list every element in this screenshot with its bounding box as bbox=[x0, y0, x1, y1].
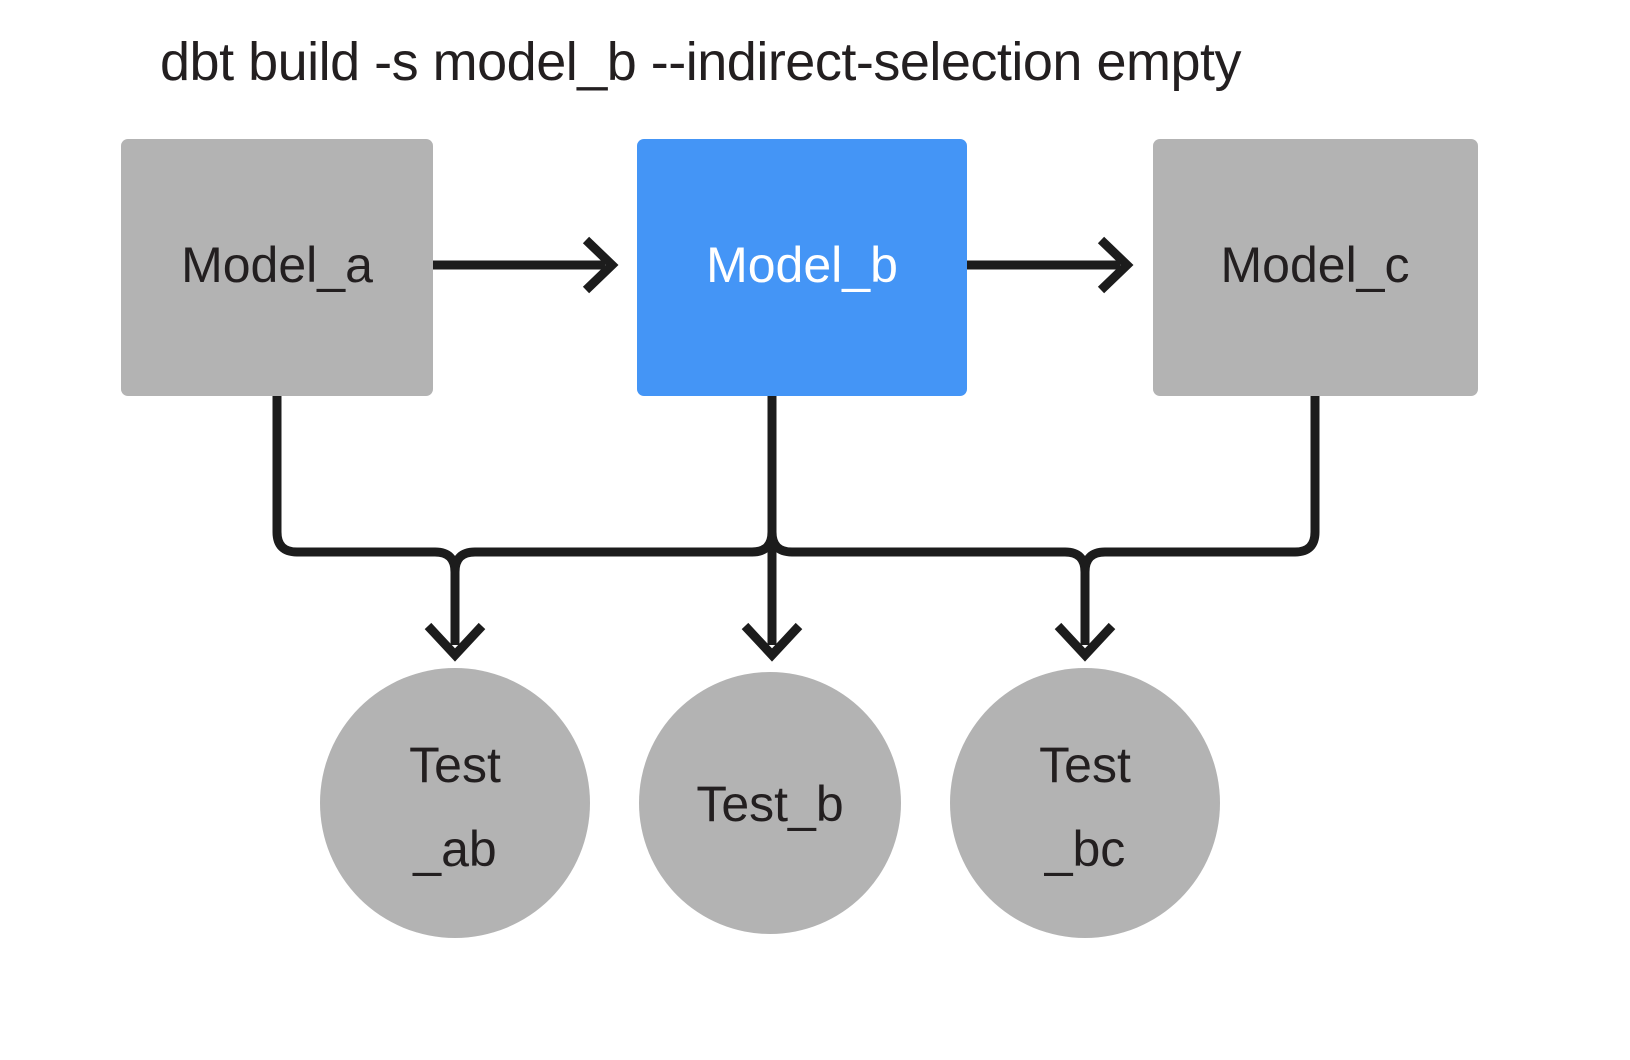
node-model-a[interactable]: Model_a bbox=[121, 139, 433, 396]
node-model-a-shape[interactable] bbox=[121, 139, 433, 396]
node-test-ab-shape[interactable] bbox=[320, 668, 590, 938]
node-model-a-label: Model_a bbox=[181, 237, 373, 293]
node-test-bc-label-line-1: Test bbox=[1039, 737, 1131, 793]
node-test-b-shape[interactable] bbox=[639, 672, 901, 934]
node-test-bc[interactable]: Test _bc bbox=[950, 668, 1220, 938]
node-test-ab[interactable]: Test _ab bbox=[320, 668, 590, 938]
page-title: dbt build -s model_b --indirect-selectio… bbox=[160, 32, 1241, 92]
edge-model-b-to-test-ab bbox=[450, 396, 777, 645]
edge-layer bbox=[272, 236, 1320, 662]
edge-model-b-to-model-c bbox=[967, 236, 1134, 294]
node-test-ab-label-line-1: Test bbox=[409, 737, 501, 793]
test-node-group: Test _ab Test_b Test _bc bbox=[320, 668, 1220, 938]
node-test-bc-label-line-2: _bc bbox=[1044, 821, 1126, 877]
node-model-c-label: Model_c bbox=[1221, 237, 1410, 293]
node-model-b-label: Model_b bbox=[706, 237, 898, 293]
node-test-b[interactable]: Test_b bbox=[639, 672, 901, 934]
node-test-ab-label-line-2: _ab bbox=[412, 821, 496, 877]
node-model-c[interactable]: Model_c bbox=[1153, 139, 1478, 396]
node-test-b-label: Test_b bbox=[696, 776, 843, 832]
node-model-b[interactable]: Model_b bbox=[637, 139, 967, 396]
node-model-c-shape[interactable] bbox=[1153, 139, 1478, 396]
node-test-bc-shape[interactable] bbox=[950, 668, 1220, 938]
edge-model-a-to-model-b bbox=[433, 236, 619, 294]
model-node-group: Model_a Model_b Model_c bbox=[121, 139, 1478, 396]
edge-model-b-to-test-bc bbox=[767, 396, 1116, 662]
node-model-b-shape[interactable] bbox=[637, 139, 967, 396]
edge-model-c-to-test-bc bbox=[1080, 396, 1320, 645]
